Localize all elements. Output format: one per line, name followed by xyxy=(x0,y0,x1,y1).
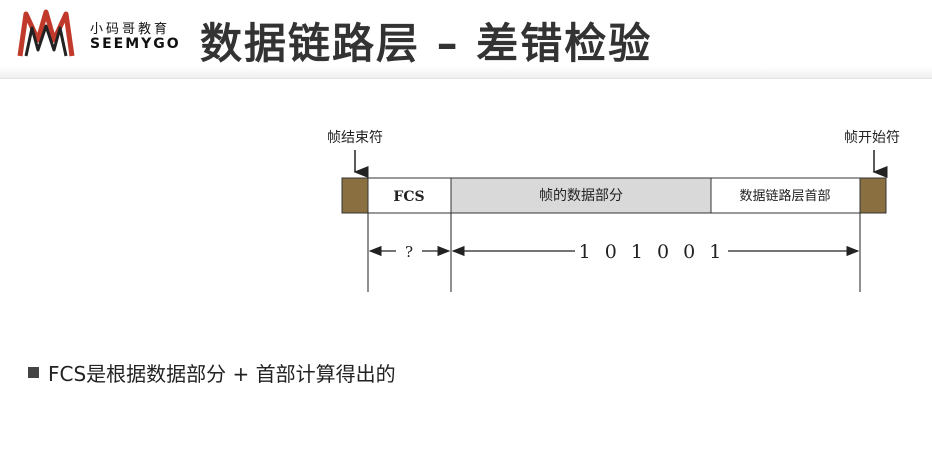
frame-end-label: 帧结束符 xyxy=(327,130,383,146)
bullet-point: FCS是根据数据部分 + 首部计算得出的 xyxy=(28,358,396,387)
logo-english-text: SEEMYGO xyxy=(90,36,181,52)
frame-start-delimiter xyxy=(859,177,887,214)
page-title: 数据链路层 – 差错检验 xyxy=(200,19,653,68)
bits-value: 1 0 1 0 0 1 xyxy=(579,241,726,263)
fcs-segment xyxy=(367,177,452,214)
header-segment xyxy=(710,177,861,214)
bullet-text: FCS是根据数据部分 + 首部计算得出的 xyxy=(48,362,396,386)
data-segment xyxy=(450,177,712,214)
bullet-square-icon xyxy=(28,367,39,378)
seemygo-logo-icon xyxy=(17,9,75,57)
frame-end-delimiter xyxy=(341,177,369,214)
slide-header: 小码哥教育 SEEMYGO 数据链路层 – 差错检验 xyxy=(0,0,932,79)
logo: 小码哥教育 SEEMYGO xyxy=(16,6,179,62)
logo-chinese-text: 小码哥教育 xyxy=(90,22,171,37)
fcs-segment-label: FCS xyxy=(393,189,424,205)
header-segment-label: 数据链路层首部 xyxy=(739,188,830,204)
fcs-unknown-value: ? xyxy=(405,243,413,261)
data-segment-label: 帧的数据部分 xyxy=(539,188,623,204)
frame-start-label: 帧开始符 xyxy=(844,130,900,146)
